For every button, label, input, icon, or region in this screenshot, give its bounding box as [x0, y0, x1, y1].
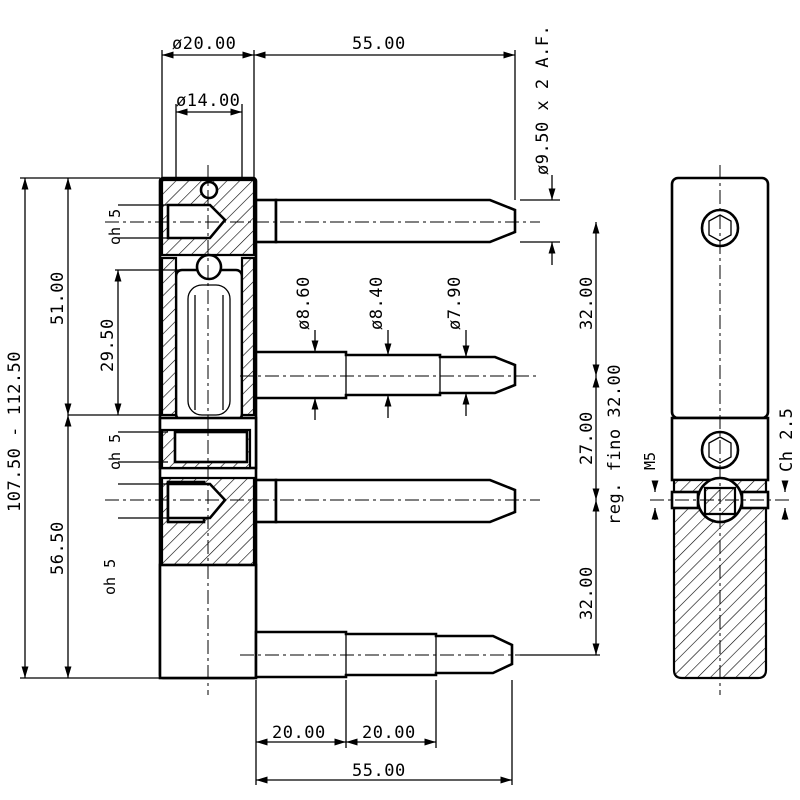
dim-seg-2: 20.00	[362, 723, 416, 743]
labels: ø20.00 ø14.00 55.00 ø9.50 x 2 A.F. ø8.60…	[5, 25, 797, 781]
tol-label-b: oh 5	[106, 434, 124, 470]
dim-top-diameter: ø20.00	[172, 34, 236, 54]
dimension-lines	[20, 50, 600, 785]
dim-seg-1: 20.00	[272, 723, 326, 743]
dim-right-spacing-top: 32.00	[577, 276, 597, 330]
dim-top-length: 55.00	[352, 34, 406, 54]
dim-upper-height: 51.00	[48, 271, 68, 325]
tol-label-a: oh 5	[106, 209, 124, 245]
dim-pin-dia-2: ø8.40	[367, 276, 387, 330]
dim-inner-diameter: ø14.00	[176, 91, 240, 111]
middle-pin	[254, 350, 517, 400]
tol-label-c: oh 5	[101, 559, 119, 595]
main-view	[105, 165, 540, 695]
thread-label: M5	[641, 452, 659, 470]
dim-total-height: 107.50 - 112.50	[5, 351, 25, 512]
chamfer-label: Ch 2.5	[777, 408, 797, 472]
lower-pin-root	[254, 478, 278, 524]
dim-insert-depth: 29.50	[98, 318, 118, 372]
dim-right-spacing-mid: 27.00	[577, 411, 597, 465]
dim-pin-spec: ø9.50 x 2 A.F.	[533, 25, 553, 175]
top-pin	[254, 198, 278, 244]
dim-bottom-length: 55.00	[352, 761, 406, 781]
section-view	[650, 165, 790, 695]
dim-lower-height: 56.50	[48, 521, 68, 575]
dim-right-spacing-bottom: 32.00	[577, 566, 597, 620]
dim-adjustment: reg. fino 32.00	[605, 364, 625, 525]
dim-pin-dia-1: ø8.60	[294, 276, 314, 330]
dim-pin-dia-3: ø7.90	[445, 276, 465, 330]
